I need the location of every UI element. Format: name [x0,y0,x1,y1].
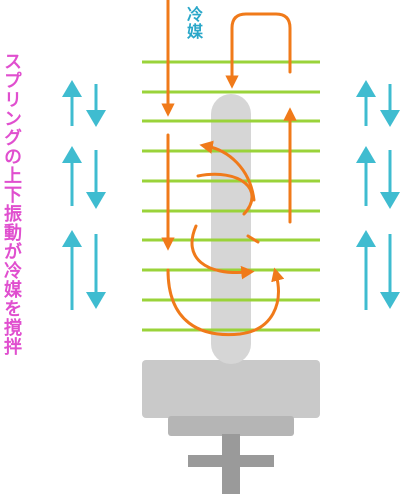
center-shaft [211,94,251,364]
up-down-arrow-pair-icon [356,230,400,310]
device-base [142,360,320,494]
coolant-flow [161,0,297,337]
base-crossbar [188,455,274,467]
spring-vibration-caption: スプリングの上下振動が冷媒を撹拌 [1,52,22,356]
flow-swirl-tail [196,172,254,216]
up-down-arrow-pair-icon [62,146,106,209]
up-down-arrow-pair-icon [356,146,400,209]
vibration-arrows-right [356,80,400,310]
base-block [142,360,320,418]
vibration-arrows-left [62,80,106,310]
up-down-arrow-pair-icon [62,230,106,310]
flow-arrow-bottom-loop [166,267,285,337]
flow-swirl-tick [246,234,260,244]
shaft-body [211,94,251,364]
base-plate [168,416,294,436]
up-down-arrow-pair-icon [356,80,400,127]
flow-arrow-loop-top [225,12,292,89]
coolant-label: 冷媒 [184,6,203,40]
flow-swirl-upper [199,140,256,202]
flow-swirl-lower [190,224,255,280]
up-down-arrow-pair-icon [62,80,106,127]
